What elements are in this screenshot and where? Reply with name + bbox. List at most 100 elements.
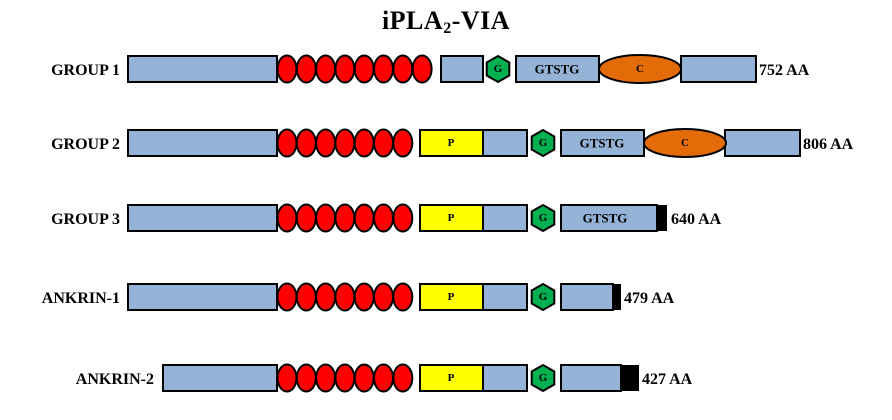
ankyrin-repeat-icon bbox=[392, 282, 414, 312]
p-domain-label: P bbox=[448, 372, 455, 384]
row-group-3: GROUP 3 P G GTSTG 640 AA bbox=[51, 203, 722, 233]
terminal-block bbox=[621, 365, 639, 391]
p-domain-label: P bbox=[448, 212, 455, 224]
row-ankrin-1: ANKRIN-1 P G 479 AA bbox=[42, 282, 675, 312]
row-length: 640 AA bbox=[671, 211, 722, 228]
ankyrin-repeat-icon bbox=[353, 282, 375, 312]
linker-segment bbox=[482, 283, 528, 311]
ankyrin-repeat-icon bbox=[353, 54, 375, 84]
ankyrin-repeat-icon bbox=[353, 203, 375, 233]
diagram-title: iPLA2-VIA bbox=[0, 6, 892, 38]
ankyrin-repeat-icon bbox=[315, 128, 337, 158]
row-label: ANKRIN-2 bbox=[76, 371, 154, 388]
ankyrin-repeat-icon bbox=[373, 363, 394, 393]
ankyrin-repeat-icon bbox=[276, 128, 298, 158]
ankyrin-repeat-icon bbox=[315, 203, 337, 233]
g-domain-label: G bbox=[494, 63, 503, 75]
ankyrin-repeat-icon bbox=[276, 282, 298, 312]
ankyrin-repeat-icon bbox=[295, 54, 317, 84]
g-domain-label: G bbox=[539, 372, 548, 384]
p-domain-icon bbox=[419, 283, 484, 311]
title-main: iPLA bbox=[381, 6, 444, 35]
row-label: GROUP 3 bbox=[51, 211, 120, 228]
linker-segment bbox=[482, 129, 528, 157]
ankyrin-repeats bbox=[276, 54, 433, 84]
ankyrin-repeat-icon bbox=[392, 363, 414, 393]
linker-segment bbox=[440, 55, 484, 83]
g-domain-label: G bbox=[539, 212, 548, 224]
row-group-1: GROUP 1 G GTSTG C 752 AA bbox=[51, 54, 810, 84]
linker-segment bbox=[560, 283, 614, 311]
ankyrin-repeat-icon bbox=[295, 282, 317, 312]
ankyrin-repeats bbox=[276, 203, 414, 233]
row-length: 479 AA bbox=[624, 290, 675, 307]
ankyrin-repeat-icon bbox=[295, 128, 317, 158]
ankyrin-repeat-icon bbox=[334, 54, 356, 84]
ankyrin-repeat-icon bbox=[315, 54, 337, 84]
title-suffix: -VIA bbox=[451, 6, 511, 35]
c-domain-label: C bbox=[636, 63, 644, 75]
row-length: 427 AA bbox=[642, 371, 693, 388]
p-domain-icon bbox=[419, 204, 484, 232]
ankyrin-repeat-icon bbox=[334, 128, 356, 158]
ankyrin-repeat-icon bbox=[295, 203, 317, 233]
ankyrin-repeat-icon bbox=[334, 282, 356, 312]
ankyrin-repeat-icon bbox=[295, 363, 317, 393]
p-domain-icon bbox=[419, 129, 484, 157]
gtstg-label: GTSTG bbox=[583, 211, 628, 226]
g-domain-icon bbox=[530, 282, 556, 312]
ankyrin-repeat-icon bbox=[392, 54, 414, 84]
title-subscript: 2 bbox=[443, 20, 452, 37]
linker-segment bbox=[127, 129, 278, 157]
ankyrin-repeat-icon bbox=[373, 282, 394, 312]
linker-segment bbox=[724, 129, 801, 157]
g-domain-icon bbox=[530, 363, 556, 393]
ankyrin-repeat-icon bbox=[334, 363, 356, 393]
ankyrin-repeat-icon bbox=[353, 128, 375, 158]
row-label: GROUP 1 bbox=[51, 62, 120, 79]
linker-segment bbox=[127, 204, 278, 232]
g-domain-label: G bbox=[539, 137, 548, 149]
g-domain-label: G bbox=[539, 291, 548, 303]
row-length: 806 AA bbox=[803, 136, 854, 153]
p-domain-label: P bbox=[448, 137, 455, 149]
row-ankrin-2: ANKRIN-2 P G 427 AA bbox=[76, 363, 693, 393]
ankyrin-repeat-icon bbox=[334, 203, 356, 233]
linker-segment bbox=[680, 55, 757, 83]
ankyrin-repeats bbox=[276, 363, 414, 393]
ankyrin-repeat-icon bbox=[392, 203, 414, 233]
ankyrin-repeat-icon bbox=[373, 54, 394, 84]
linker-segment bbox=[127, 55, 278, 83]
row-group-2: GROUP 2 P G GTSTG C 806 AA bbox=[51, 128, 854, 158]
g-domain-icon bbox=[530, 128, 556, 158]
g-domain-icon bbox=[530, 203, 556, 233]
ankyrin-repeat-icon bbox=[353, 363, 375, 393]
gtstg-label: GTSTG bbox=[580, 136, 625, 151]
ankyrin-repeats bbox=[276, 282, 414, 312]
linker-segment bbox=[482, 364, 528, 392]
p-domain-label: P bbox=[448, 291, 455, 303]
c-domain-icon bbox=[598, 54, 682, 84]
linker-segment bbox=[162, 364, 278, 392]
ankyrin-repeat-icon bbox=[276, 363, 298, 393]
ankyrin-repeats bbox=[276, 128, 414, 158]
g-domain-icon bbox=[485, 54, 511, 84]
terminal-block bbox=[657, 205, 667, 231]
ankyrin-repeat-icon bbox=[276, 54, 298, 84]
linker-segment bbox=[560, 364, 622, 392]
linker-segment bbox=[127, 283, 278, 311]
c-domain-icon bbox=[643, 128, 727, 158]
c-domain-label: C bbox=[681, 137, 689, 149]
row-label: GROUP 2 bbox=[51, 136, 120, 153]
terminal-block bbox=[613, 284, 621, 310]
linker-segment bbox=[482, 204, 528, 232]
ankyrin-repeat-icon bbox=[373, 203, 394, 233]
ankyrin-repeat-icon bbox=[315, 282, 337, 312]
p-domain-icon bbox=[419, 364, 484, 392]
gtstg-motif bbox=[560, 129, 645, 157]
ankyrin-repeat-icon bbox=[373, 128, 394, 158]
row-length: 752 AA bbox=[759, 62, 810, 79]
ankyrin-repeat-icon bbox=[392, 128, 414, 158]
row-label: ANKRIN-1 bbox=[42, 290, 120, 307]
